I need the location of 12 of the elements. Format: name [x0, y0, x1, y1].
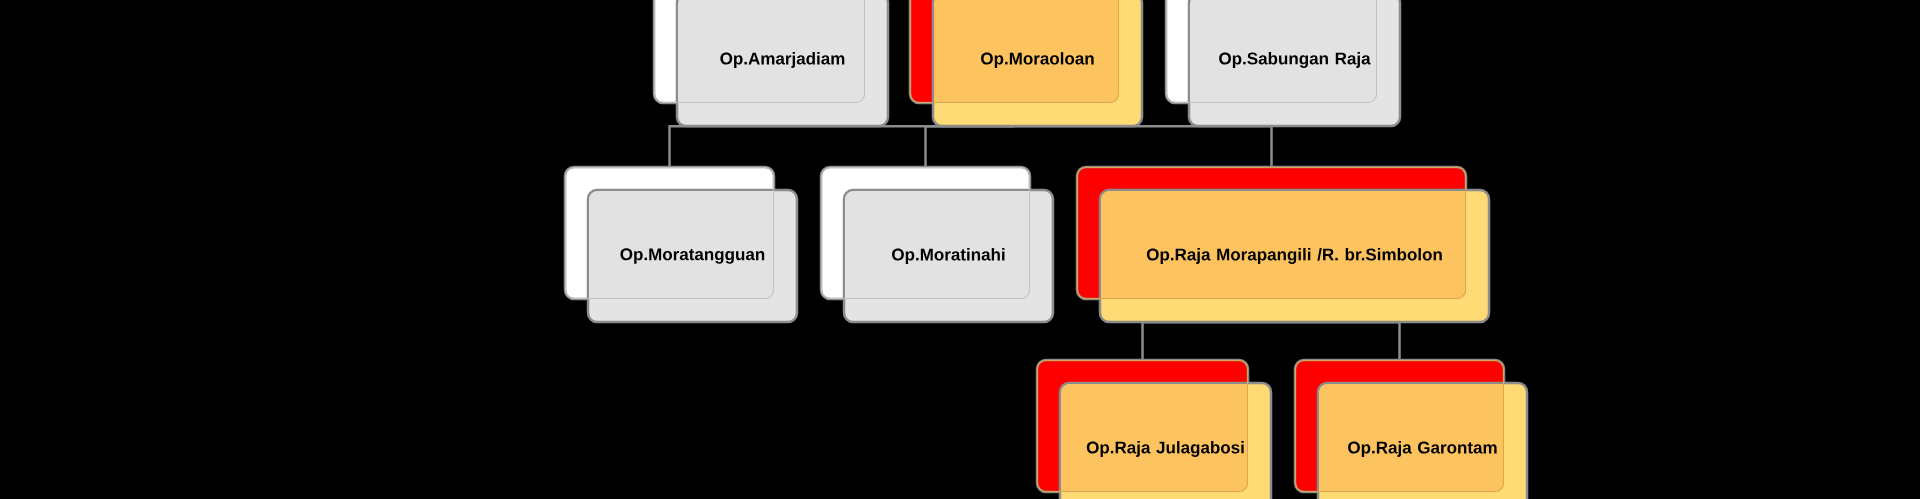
connector-line — [1271, 320, 1401, 360]
stacked-box: Op.Amarjadiam — [652, 0, 890, 128]
stacked-box: Op.Moratangguan — [563, 165, 799, 324]
stacked-box: Op.Moratinahi — [819, 165, 1055, 324]
stacked-box: Op.Raja Julagabosi — [1035, 358, 1273, 499]
stacked-box: Op.Raja Garontam — [1293, 358, 1529, 499]
stacked-box: Op.Sabungan Raja — [1164, 0, 1402, 128]
connector-line — [924, 124, 1015, 167]
connector-line — [1014, 124, 1273, 167]
stacked-box: Op.Raja Morapangili /R. br.Simbolon — [1075, 165, 1491, 324]
stacked-box: Op.Moraoloan — [908, 0, 1144, 128]
connector-line — [1141, 320, 1272, 360]
